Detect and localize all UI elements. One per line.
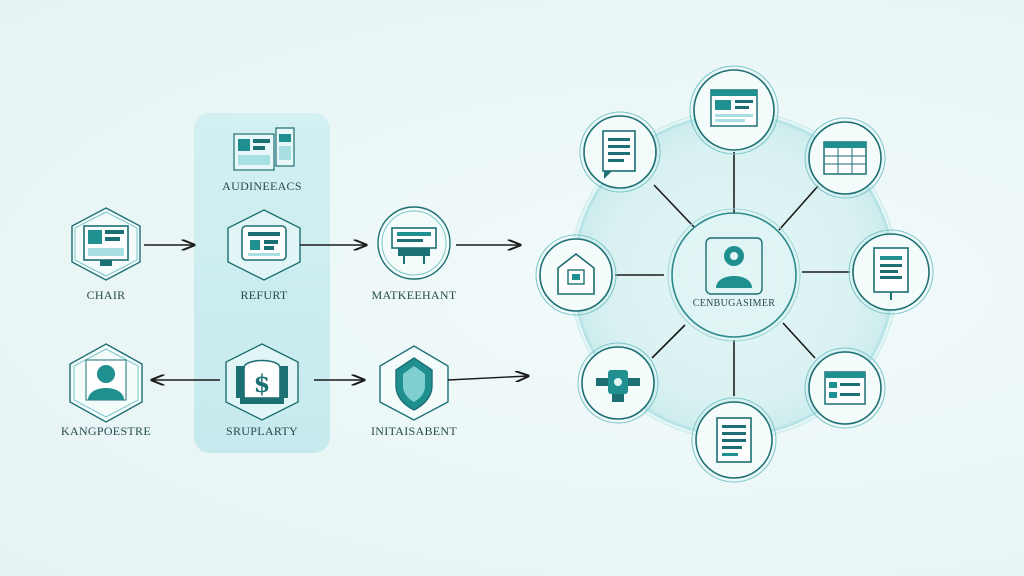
hub-node-top-left [579,111,661,193]
money-bag-icon: $ [236,359,288,404]
customer-person-icon [716,246,752,288]
calendar-list-icon [824,371,866,405]
sruplarty-node: $ [225,343,299,421]
hub-node-bottom-left [577,342,659,424]
svg-text:$: $ [254,369,271,398]
document-icon [602,130,636,179]
shield-icon [395,357,433,411]
market-label: MATKEEHANT [371,288,457,302]
hub-node-left [535,234,617,316]
intaisabent-label: INITAISABENT [371,424,457,438]
center-label: CENBUGASIMER [692,298,776,309]
browser-window-icon [710,89,758,127]
refurt-label: REFURT [240,288,288,302]
market-node [377,206,451,280]
hub-node-bottom [691,397,777,483]
chair-label: CHAIR [86,288,126,302]
report-card-icon [241,225,287,261]
hub-node-top [689,65,779,155]
chair-node [71,207,141,281]
hub-node-bottom-right [804,347,886,429]
user-avatar-icon [85,359,127,401]
refurt-node [227,209,301,281]
consumer-label: KANGPOESTRE [61,424,151,438]
consumer-node [69,343,143,423]
package-box-icon [557,252,595,295]
audience-label: AUDINEEACS [222,179,302,193]
spreadsheet-icon [823,141,867,175]
flow-arrows [144,245,528,380]
dashboard-screens-icon [233,127,295,171]
hub-spokes [615,152,850,396]
machinery-icon [596,370,640,402]
checklist-icon [716,417,752,463]
desk-device-icon [391,227,437,264]
hub-node-top-right [804,117,886,199]
hub-node-right [848,229,934,315]
document-frame-icon [873,247,909,300]
monitor-dashboard-icon [83,225,129,266]
sruplarty-label: SRUPLARTY [226,424,298,438]
arrow-intaisabent-to-hub [447,376,528,380]
audience-node [233,127,295,171]
intaisabent-node [379,345,449,421]
center-node [667,208,801,342]
